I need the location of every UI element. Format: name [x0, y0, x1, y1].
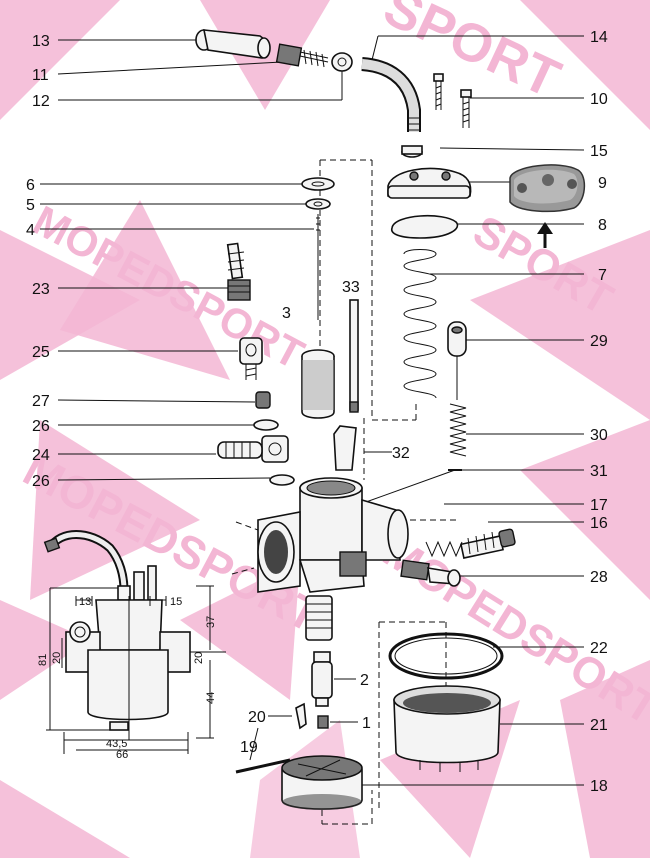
callout-5: 5 — [26, 197, 35, 214]
dimension-81: 81 — [37, 654, 49, 666]
callout-20: 20 — [248, 709, 266, 726]
callout-16: 16 — [590, 515, 608, 532]
part-17-spring — [425, 540, 463, 558]
callout-11: 11 — [32, 67, 49, 84]
part-18-float — [281, 755, 363, 810]
callout-28: 28 — [590, 569, 608, 586]
dimension-labels: 13 15 37 81 20 20 44 43,5 66 — [37, 596, 217, 761]
carburettor-body — [257, 477, 409, 641]
up-arrow-icon — [537, 222, 553, 248]
callout-1: 1 — [362, 715, 371, 732]
callout-10: 10 — [590, 91, 608, 108]
dimension-66: 66 — [116, 749, 128, 761]
dimension-20-right: 20 — [193, 652, 205, 664]
callout-6: 6 — [26, 177, 35, 194]
part-12-washer — [331, 52, 353, 72]
assembly-guides — [231, 159, 456, 825]
callout-24: 24 — [32, 447, 50, 464]
part-14-fuel-pipe — [361, 57, 421, 132]
part-13-intake-nozzle — [195, 29, 271, 59]
callout-15: 15 — [590, 143, 608, 160]
callout-8: 8 — [598, 217, 607, 234]
part-16-idle-screw — [460, 528, 516, 559]
callout-27: 27 — [32, 393, 50, 410]
dimension-43-5: 43,5 — [106, 738, 127, 750]
callout-31: 31 — [590, 463, 608, 480]
callout-21: 21 — [590, 717, 608, 734]
part-4-needle — [316, 214, 320, 320]
dimension-44: 44 — [205, 692, 217, 704]
part-25-banjo-fitting — [239, 337, 263, 380]
part-10-cover-screws — [433, 73, 472, 128]
part-2-needle-jet — [311, 651, 333, 707]
dimension-20-left: 20 — [51, 652, 63, 664]
part-23-fuel-inlet — [226, 242, 251, 301]
callout-32: 32 — [392, 445, 410, 462]
part-5-clip — [305, 198, 331, 210]
callout-9: 9 — [598, 175, 607, 192]
callout-4: 4 — [26, 222, 35, 239]
part-11-threaded-bolt — [275, 43, 329, 68]
part-27-nut — [255, 391, 271, 409]
part-9-cap-photo — [509, 164, 586, 213]
part-21-float-bowl — [393, 685, 501, 772]
part-30-choke-spring — [449, 403, 467, 457]
callout-33: 33 — [342, 279, 360, 296]
part-22-o-ring — [388, 632, 504, 680]
part-15-nut — [401, 145, 423, 158]
callout-22: 22 — [590, 640, 608, 657]
callout-26: 26 — [32, 418, 50, 435]
callout-19: 19 — [240, 739, 258, 756]
part-20-pin — [295, 702, 307, 730]
dimension-drawing — [43, 530, 226, 754]
part-1-main-jet — [317, 715, 329, 729]
callout-14: 14 — [590, 29, 608, 46]
callout-3: 3 — [282, 305, 291, 322]
part-6-washer — [301, 177, 335, 191]
callout-25: 25 — [32, 344, 50, 361]
callout-29: 29 — [590, 333, 608, 350]
part-7-spring — [403, 249, 437, 399]
part-19-float-pin — [235, 758, 291, 774]
callout-numbers: 13 11 12 14 10 15 6 5 9 8 4 7 23 33 3 29… — [26, 29, 608, 795]
callout-26: 26 — [32, 473, 50, 490]
part-8-gasket — [391, 214, 459, 239]
callout-12: 12 — [32, 93, 50, 110]
callout-18: 18 — [590, 778, 608, 795]
part-32-clip — [333, 425, 357, 471]
part-26-washer — [269, 474, 295, 486]
callout-7: 7 — [598, 267, 607, 284]
callout-17: 17 — [590, 497, 608, 514]
part-33-rod — [349, 299, 359, 413]
part-24-banjo-connector — [217, 435, 289, 463]
part-3-throttle-slide — [301, 349, 335, 419]
callout-23: 23 — [32, 281, 50, 298]
part-28-mixture-screw — [400, 559, 461, 587]
dimension-15: 15 — [170, 596, 182, 608]
callout-2: 2 — [360, 672, 369, 689]
part-26-washer — [253, 419, 279, 431]
callout-30: 30 — [590, 427, 608, 444]
callout-13: 13 — [32, 33, 50, 50]
dimension-13: 13 — [79, 596, 91, 608]
part-9-top-cap — [387, 167, 472, 199]
part-29-choke-plunger — [447, 321, 467, 400]
dimension-37: 37 — [205, 616, 217, 628]
